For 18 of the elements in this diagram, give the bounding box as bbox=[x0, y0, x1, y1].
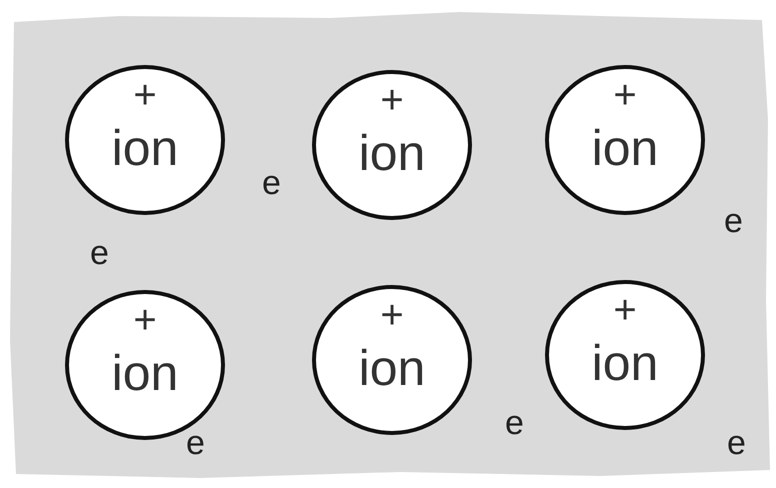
ion-label: ion bbox=[592, 338, 658, 388]
ion-label: ion bbox=[112, 348, 178, 398]
charge-sign: + bbox=[380, 295, 404, 335]
ion-label: ion bbox=[592, 123, 658, 173]
charge-sign: + bbox=[133, 300, 157, 340]
ion-label: ion bbox=[112, 123, 178, 173]
electron-label: e bbox=[186, 426, 205, 460]
charge-sign: + bbox=[613, 75, 637, 115]
charge-sign: + bbox=[380, 80, 404, 120]
electron-label: e bbox=[727, 426, 746, 460]
electron-label: e bbox=[505, 406, 524, 440]
ion-label: ion bbox=[358, 343, 426, 393]
ion-label: ion bbox=[358, 128, 426, 178]
electron-label: e bbox=[724, 204, 743, 238]
electron-label: e bbox=[90, 236, 109, 270]
charge-sign: + bbox=[133, 75, 157, 115]
charge-sign: + bbox=[613, 290, 637, 330]
electron-label: e bbox=[262, 166, 281, 200]
